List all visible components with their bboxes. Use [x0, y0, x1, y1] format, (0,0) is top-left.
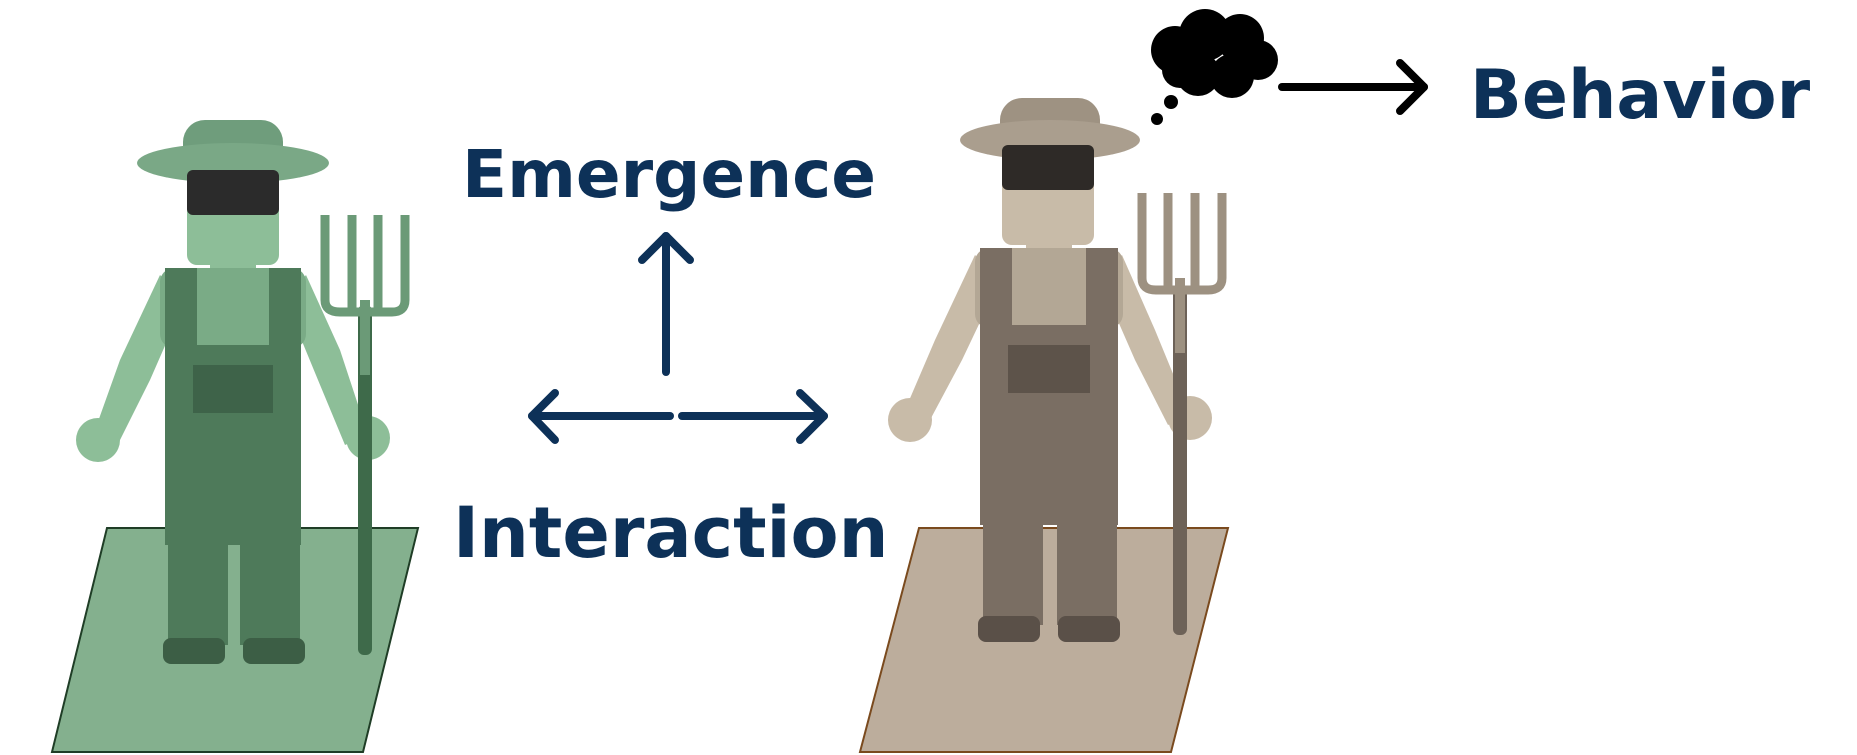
emergence-arrow [642, 236, 690, 372]
interaction-arrow [532, 393, 824, 440]
agent-green [52, 120, 418, 752]
thought-bubble-icon [1151, 9, 1278, 125]
behavior-arrow [1282, 63, 1424, 111]
agent-brown [860, 98, 1228, 752]
brown-land-plot [860, 528, 1228, 752]
behavior-label: Behavior [1470, 62, 1810, 130]
emergence-label: Emergence [462, 142, 876, 208]
interaction-label: Interaction [453, 498, 888, 568]
